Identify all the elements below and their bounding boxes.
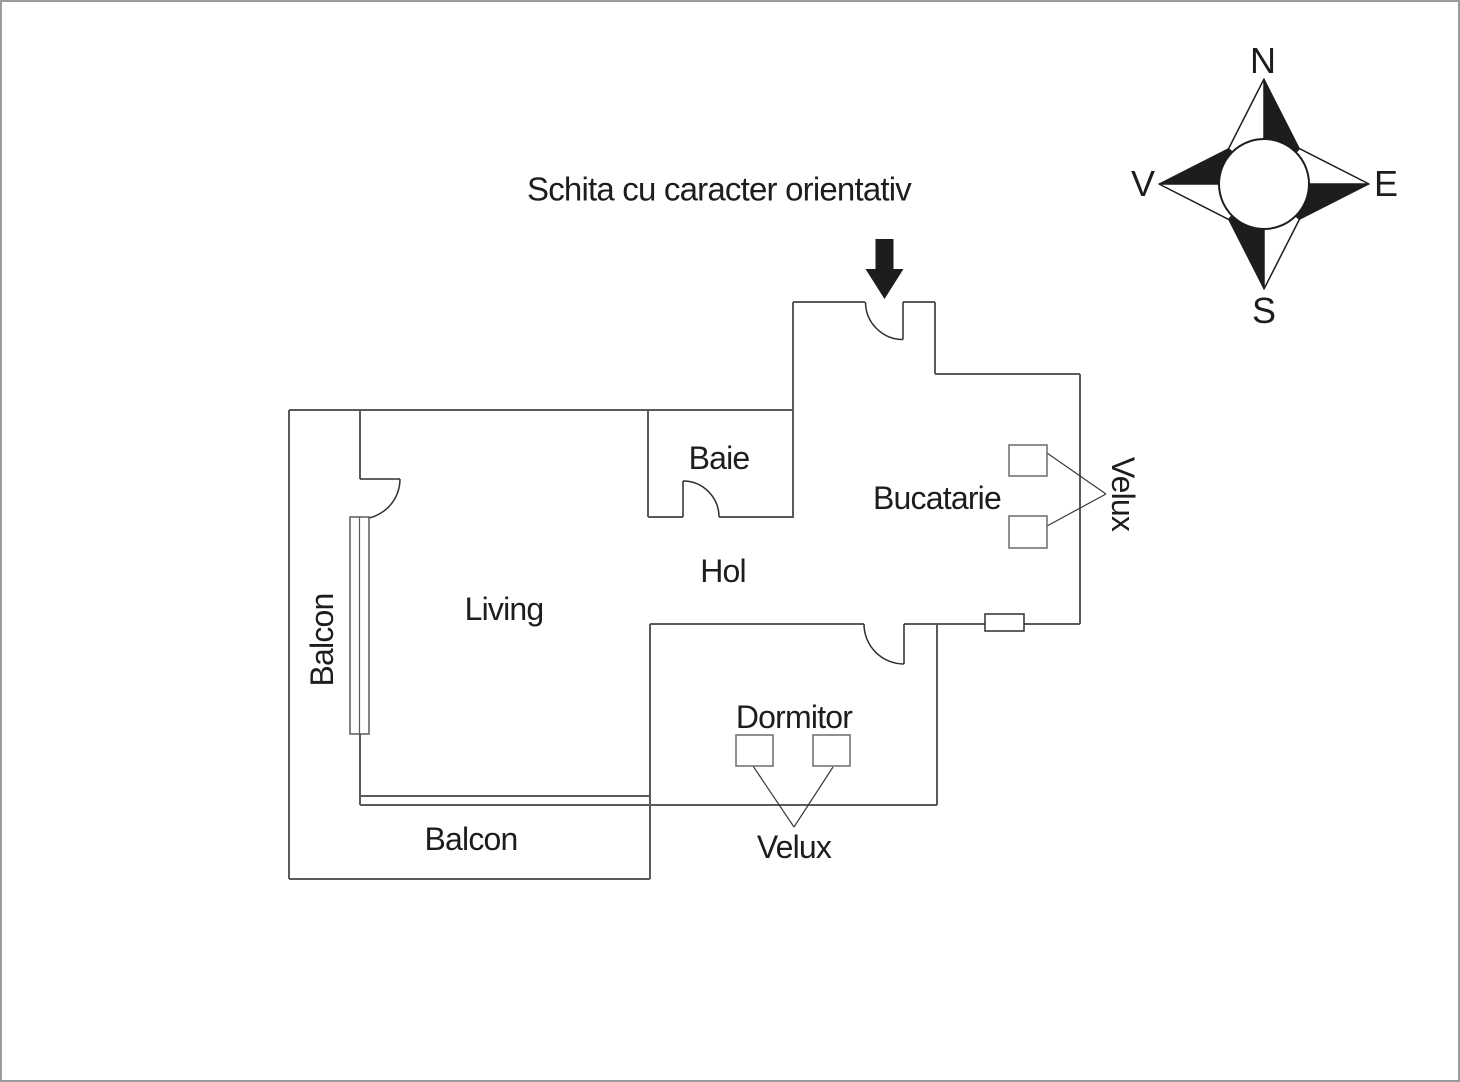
entrance-door xyxy=(864,301,904,341)
bedroom-door xyxy=(863,623,905,665)
bedroom-velux-leader-left xyxy=(752,765,795,828)
room-label-bucatarie: Bucatarie xyxy=(873,480,1002,516)
windows xyxy=(349,516,1025,735)
compass-center-circle xyxy=(1218,138,1310,230)
room-label-baie: Baie xyxy=(688,440,751,476)
compass-label-south: S xyxy=(1251,290,1277,331)
compass-label-west: V xyxy=(1130,163,1156,204)
skylight-symbols xyxy=(735,444,1107,828)
room-label-dormitor: Dormitor xyxy=(735,699,853,735)
walls xyxy=(288,301,1081,880)
doors xyxy=(359,301,905,665)
velux-label-bedroom: Velux xyxy=(756,829,832,865)
velux-label-kitchen: Velux xyxy=(1105,456,1141,532)
room-label-balcon-left: Balcon xyxy=(304,593,340,687)
bedroom-velux-leader-right xyxy=(793,766,834,828)
entrance-arrow-icon xyxy=(865,239,904,299)
room-label-balcon-bottom: Balcon xyxy=(424,821,518,857)
compass-label-north: N xyxy=(1250,40,1276,81)
kitchen-velux-leader-bottom xyxy=(1046,493,1107,527)
room-label-hol: Hol xyxy=(700,553,746,589)
kitchen-velux-square-bottom xyxy=(1008,515,1048,549)
room-label-living: Living xyxy=(464,591,545,627)
kitchen-velux-square-top xyxy=(1008,444,1048,477)
bedroom-velux-square-left xyxy=(735,734,774,767)
bathroom-door xyxy=(682,480,720,518)
compass-rose-icon xyxy=(1158,78,1370,290)
kitchen-velux-leader-top xyxy=(1046,452,1107,495)
living-balcony-door xyxy=(359,478,401,520)
bedroom-velux-square-right xyxy=(812,734,851,767)
kitchen-window xyxy=(984,613,1025,632)
sheet-title: Schita cu caracter orientativ xyxy=(527,170,912,208)
compass-label-east: E xyxy=(1373,163,1399,204)
